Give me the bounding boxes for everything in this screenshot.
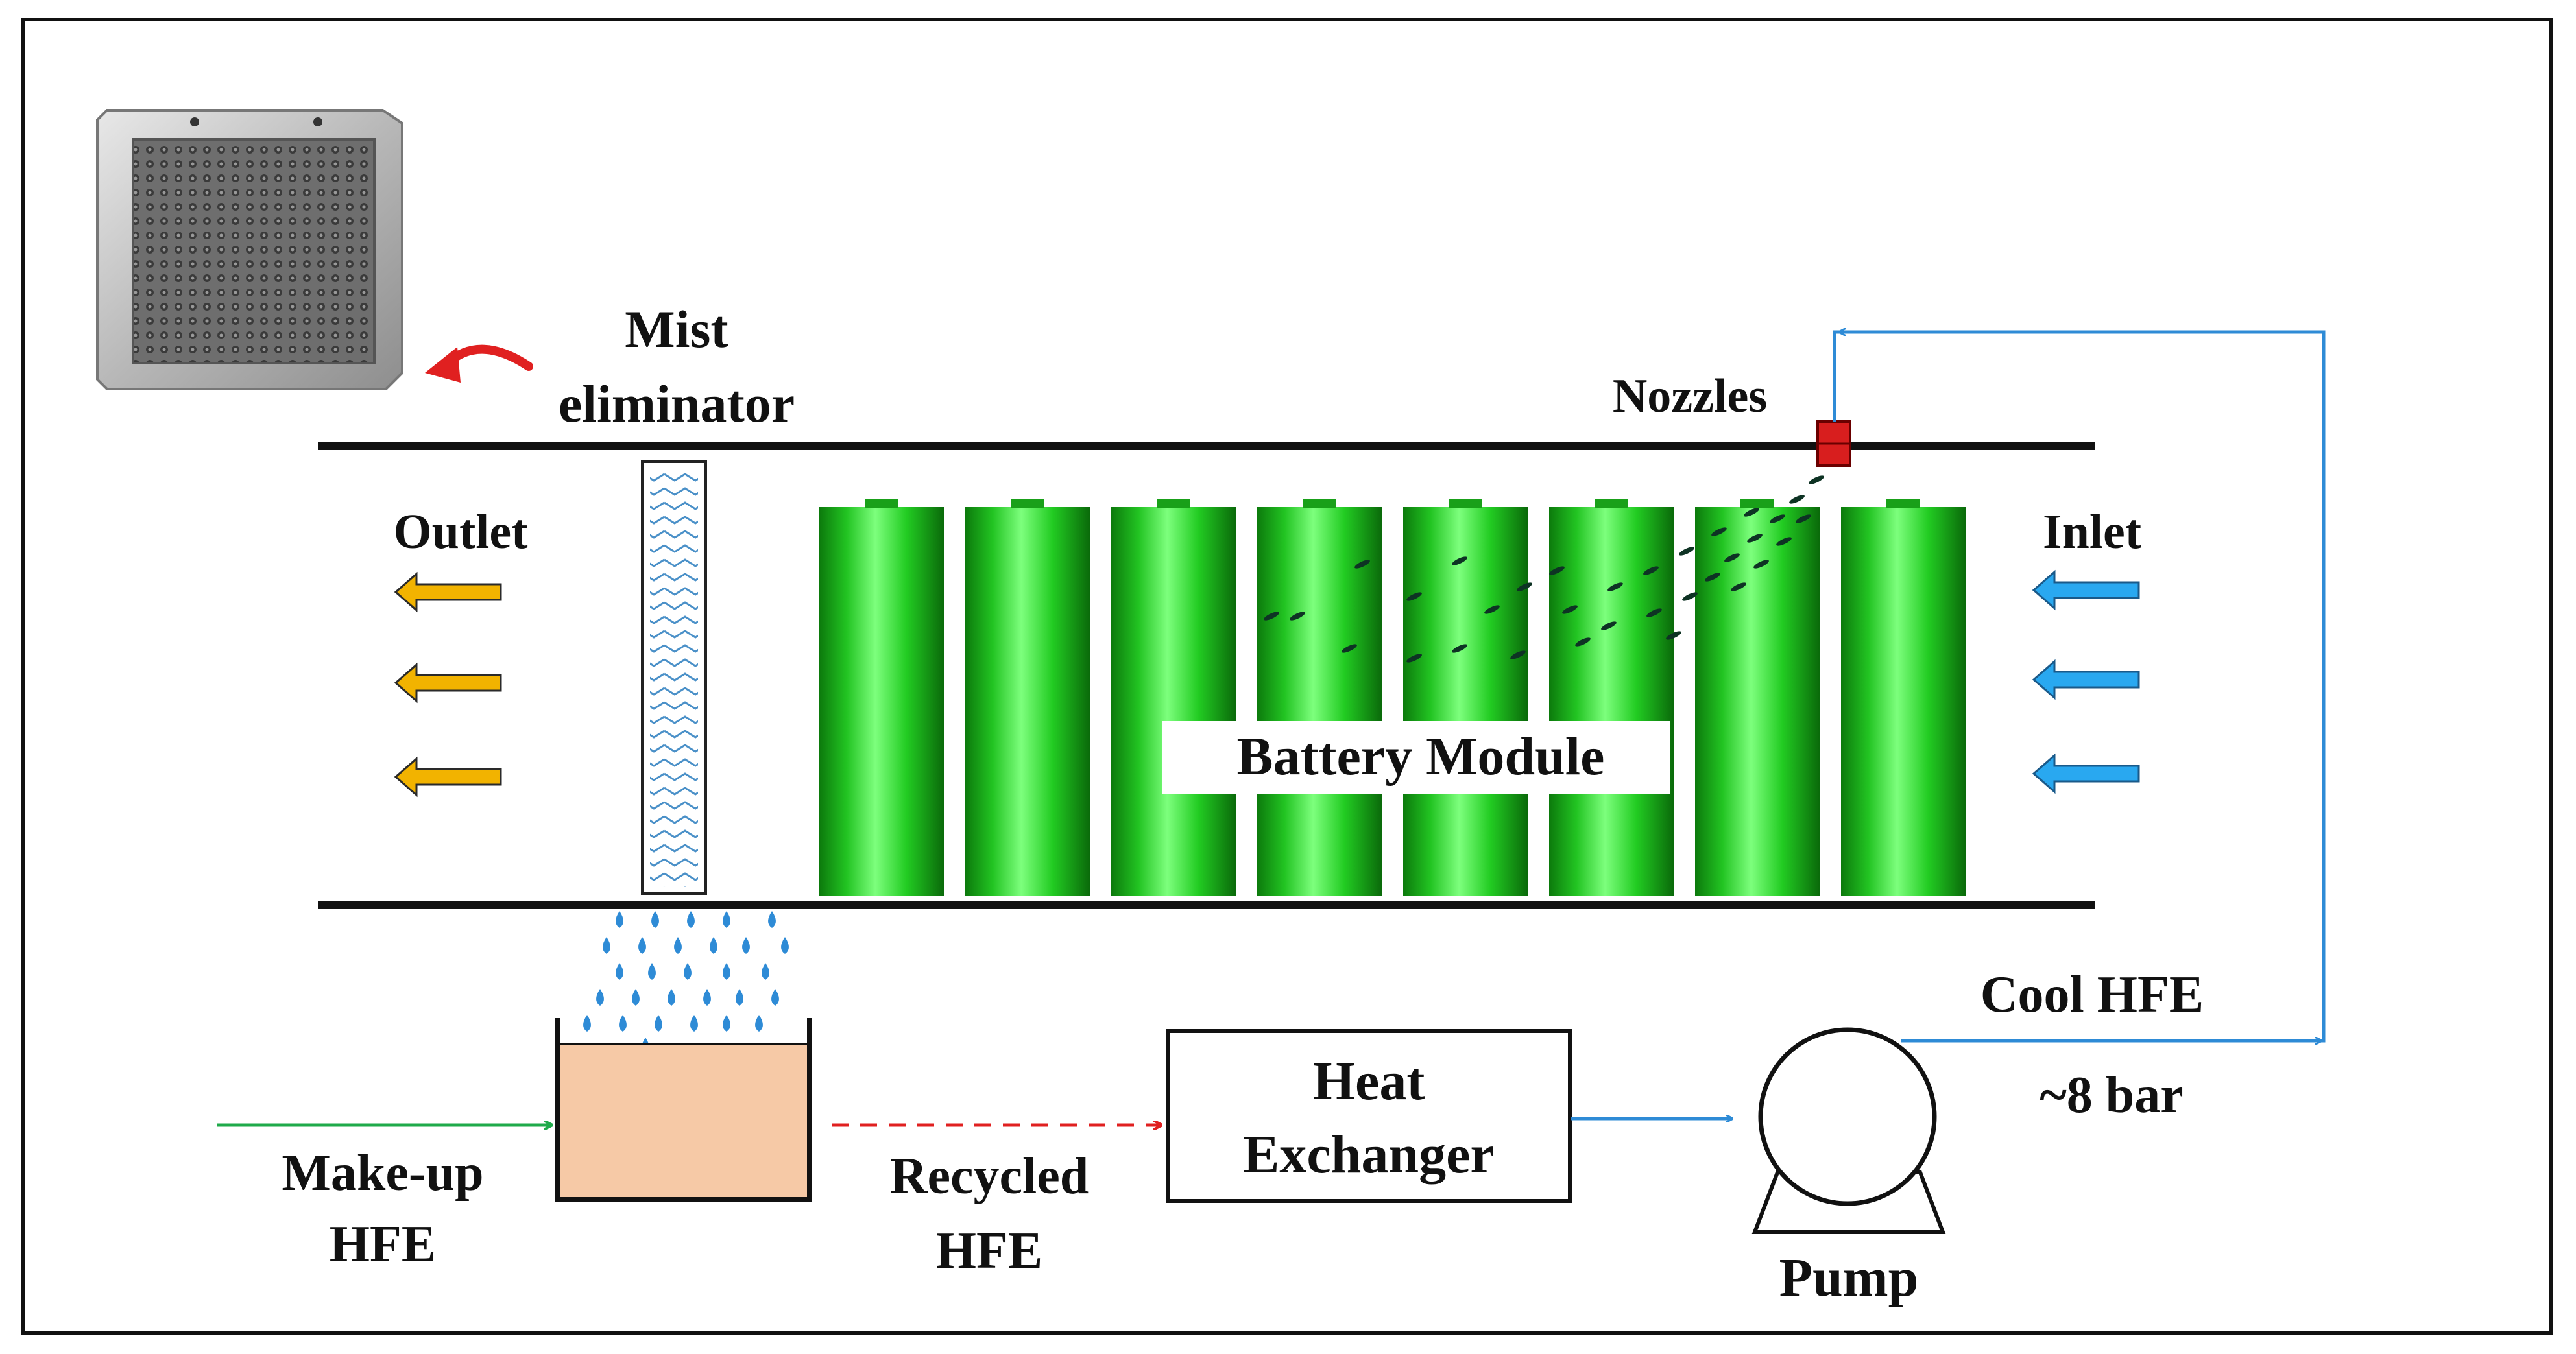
battery-cell	[1549, 499, 1674, 896]
outlet-arrow-icon	[394, 756, 502, 798]
nozzle-icon	[1816, 420, 1851, 467]
inlet-label: Inlet	[2043, 505, 2141, 559]
heat-exchanger-label-line2: Exchanger	[1243, 1124, 1494, 1185]
mist-eliminator-label-line2: eliminator	[559, 374, 795, 433]
recycled-hfe-label-line1: Recycled	[890, 1148, 1089, 1205]
falling-drops	[583, 911, 789, 1054]
makeup-hfe-label-line1: Make-up	[282, 1145, 483, 1202]
inlet-arrows	[2032, 569, 2140, 794]
outlet-label: Outlet	[394, 505, 528, 559]
reservoir	[555, 1018, 812, 1202]
battery-cell	[1841, 499, 1966, 896]
mist-eliminator-label-line1: Mist	[625, 300, 728, 359]
battery-cell	[1257, 499, 1382, 896]
battery-cell	[1695, 499, 1820, 896]
battery-cell	[1111, 499, 1236, 896]
cool-hfe-label: Cool HFE	[1980, 966, 2204, 1023]
battery-module-label: Battery Module	[1237, 726, 1605, 787]
heat-exchanger-label-line1: Heat	[1313, 1051, 1425, 1111]
recycled-hfe-label-line2: HFE	[936, 1222, 1042, 1279]
inlet-arrow-icon	[2032, 569, 2140, 611]
inlet-arrow-icon	[2032, 753, 2140, 794]
battery-cell	[819, 499, 944, 896]
heat-exchanger-box	[1166, 1029, 1572, 1203]
pump-icon	[1751, 1027, 1946, 1234]
battery-module-label-bg	[1162, 721, 1670, 794]
nozzles-label: Nozzles	[1613, 370, 1767, 423]
curved-red-arrow-icon	[425, 344, 533, 383]
battery-cell	[1403, 499, 1528, 896]
makeup-hfe-label-line2: HFE	[330, 1216, 436, 1273]
spray-droplets	[1264, 475, 1824, 663]
mist-eliminator-pad	[641, 460, 707, 895]
outer-border	[21, 18, 2553, 1335]
outlet-arrow-icon	[394, 662, 502, 704]
battery-cell	[965, 499, 1090, 896]
outlet-arrow-icon	[394, 571, 502, 613]
pressure-label: ~8 bar	[2040, 1067, 2184, 1124]
mist-eliminator-filter-icon	[96, 109, 403, 390]
inlet-arrow-icon	[2032, 659, 2140, 700]
pump-label: Pump	[1779, 1248, 1919, 1308]
battery-cells	[819, 499, 1966, 896]
outlet-arrows	[394, 571, 502, 798]
